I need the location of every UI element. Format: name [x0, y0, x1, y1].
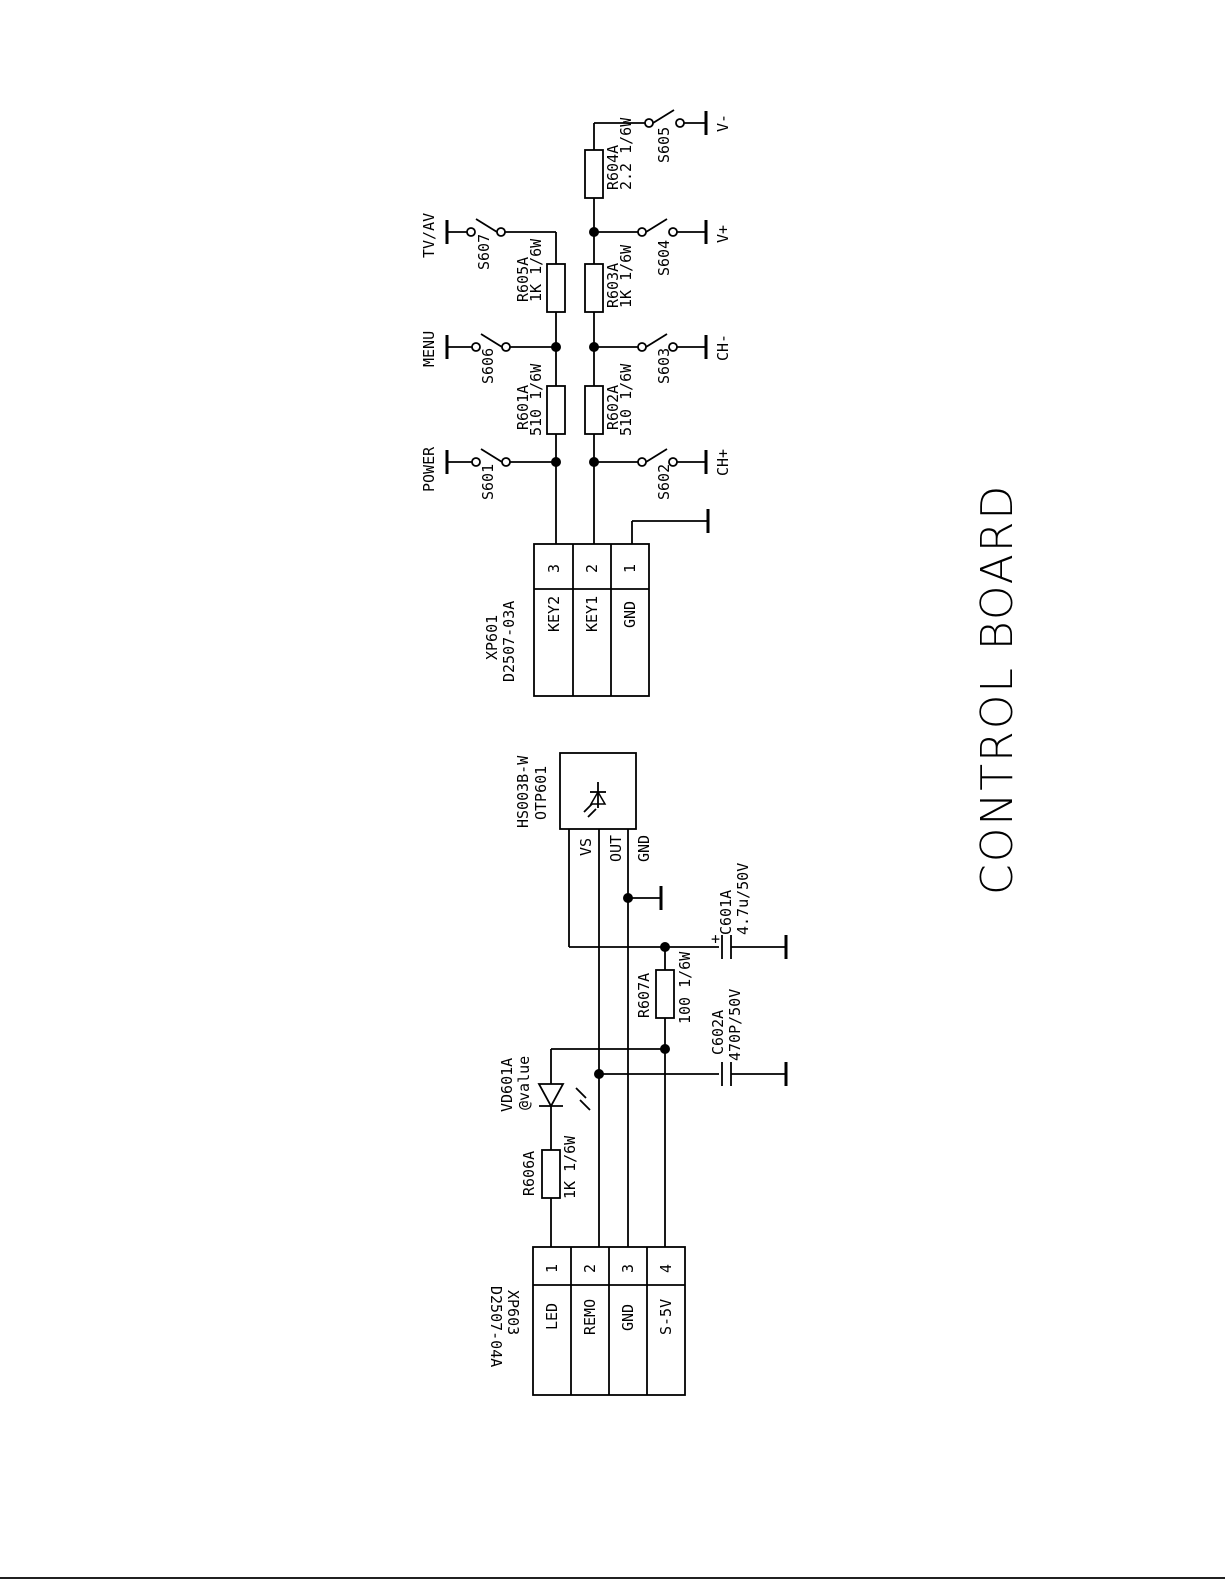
ref-r605a: R605A	[514, 257, 532, 302]
xp601-pin2-name: KEY1	[583, 596, 601, 632]
val-r601a: 510 1/6W	[527, 363, 545, 436]
otp601-part: HS003B-W	[514, 755, 532, 828]
led-vd601a: VD601A @value	[498, 1056, 591, 1150]
xp601-part: D2507-03A	[500, 601, 518, 682]
label-power: POWER	[420, 446, 438, 492]
capacitor-c602a: C602A 470P/50V	[709, 989, 788, 1086]
xp603-pin1-num: 1	[543, 1264, 561, 1273]
switch-s607	[445, 218, 506, 244]
label-menu: MENU	[420, 331, 438, 367]
c602a-ref: C602A	[709, 1010, 727, 1055]
label-chminus: CH-	[714, 334, 732, 361]
ref-r601a: R601A	[514, 385, 532, 430]
key2-bus	[505, 231, 566, 544]
xp603-ref: XP603	[504, 1290, 522, 1335]
xp601-ref: XP601	[483, 615, 501, 660]
ref-s606: S606	[479, 348, 497, 384]
r607a-value: 100 1/6W	[676, 951, 694, 1024]
ref-s604: S604	[655, 240, 673, 276]
switch-s606	[445, 333, 556, 359]
vd601a-ref: VD601A	[498, 1058, 516, 1112]
switch-s605	[644, 109, 708, 135]
otp601-ref: OTP601	[532, 766, 550, 820]
ref-r603a: R603A	[604, 263, 622, 308]
connector-xp603: 1 2 3 4 LED REMO GND S-5V XP603 D2507-04…	[487, 1246, 686, 1396]
ref-s607: S607	[475, 234, 493, 270]
val-r604a: 2.2 1/6W	[617, 117, 635, 190]
ref-r602a: R602A	[604, 385, 622, 430]
xp603-pin2-num: 2	[581, 1264, 599, 1273]
xp601-pin1-num: 1	[621, 564, 639, 573]
r606a-ref: R606A	[520, 1151, 538, 1196]
resistor-r606a: R606A 1K 1/6W	[520, 1135, 579, 1247]
switch-s602	[594, 448, 708, 474]
c601a-polarity: +	[711, 930, 720, 948]
capacitor-c601a: + C601A 4.7u/50V	[711, 863, 788, 959]
switch-s601	[445, 448, 556, 474]
vd601a-value: @value	[515, 1056, 533, 1110]
val-r603a: 1K 1/6W	[617, 244, 635, 308]
otp601-pin-gnd: GND	[635, 835, 653, 862]
c602a-value: 470P/50V	[726, 989, 744, 1061]
xp603-pin2-name: REMO	[581, 1299, 599, 1335]
otp601-pin-vs: VS	[577, 838, 595, 856]
vs-net	[568, 829, 719, 952]
val-r605a: 1K 1/6W	[527, 238, 545, 302]
ref-s605: S605	[655, 127, 673, 163]
otp601-pin-out: OUT	[607, 835, 625, 862]
xp603-pin3-name: GND	[619, 1304, 637, 1331]
s5v-net	[550, 1048, 666, 1247]
ir-receiver-otp601: HS003B-W OTP601 VS OUT GND	[514, 752, 653, 862]
xp601-pin3-num: 3	[545, 564, 563, 573]
ref-s602: S602	[655, 464, 673, 500]
xp603-pin1-name: LED	[543, 1303, 561, 1330]
xp601-pin2-num: 2	[583, 564, 601, 573]
label-vminus: V-	[714, 114, 732, 132]
ref-s601: S601	[479, 464, 497, 500]
resistor-r602a	[584, 385, 604, 435]
key1-bus	[584, 122, 645, 544]
board-title: CONTROL BOARD	[972, 484, 1023, 895]
c601a-value: 4.7u/50V	[734, 863, 752, 935]
switch-s604	[594, 218, 708, 244]
connector-xp601: 3 2 1 KEY2 KEY1 GND XP601 D2507-03A	[483, 543, 650, 697]
xp603-pin3-num: 3	[619, 1264, 637, 1273]
resistor-r604a	[584, 149, 604, 199]
switch-s603	[594, 333, 708, 359]
xp601-gnd-wire	[631, 509, 710, 544]
r607a-ref: R607A	[635, 973, 653, 1018]
ref-s603: S603	[655, 348, 673, 384]
val-r602a: 510 1/6W	[617, 363, 635, 436]
xp603-pin4-num: 4	[657, 1264, 675, 1273]
otp-gnd-net	[623, 829, 663, 1247]
xp601-body	[533, 543, 650, 697]
resistor-r607a: R607A 100 1/6W	[635, 947, 694, 1054]
resistor-r603a	[584, 263, 604, 313]
resistor-r605a	[546, 263, 566, 313]
label-chplus: CH+	[714, 449, 732, 476]
label-vplus: V+	[714, 225, 732, 243]
xp601-pin3-name: KEY2	[545, 596, 563, 632]
xp603-pin4-name: S-5V	[657, 1299, 675, 1335]
c601a-ref: C601A	[717, 890, 735, 935]
ref-r604a: R604A	[604, 145, 622, 190]
resistor-r601a	[546, 385, 566, 435]
label-tvav: TV/AV	[420, 213, 438, 258]
out-net	[594, 829, 719, 1247]
xp603-part: D2507-04A	[487, 1286, 505, 1367]
r606a-value: 1K 1/6W	[561, 1135, 579, 1199]
xp601-pin1-name: GND	[621, 601, 639, 628]
